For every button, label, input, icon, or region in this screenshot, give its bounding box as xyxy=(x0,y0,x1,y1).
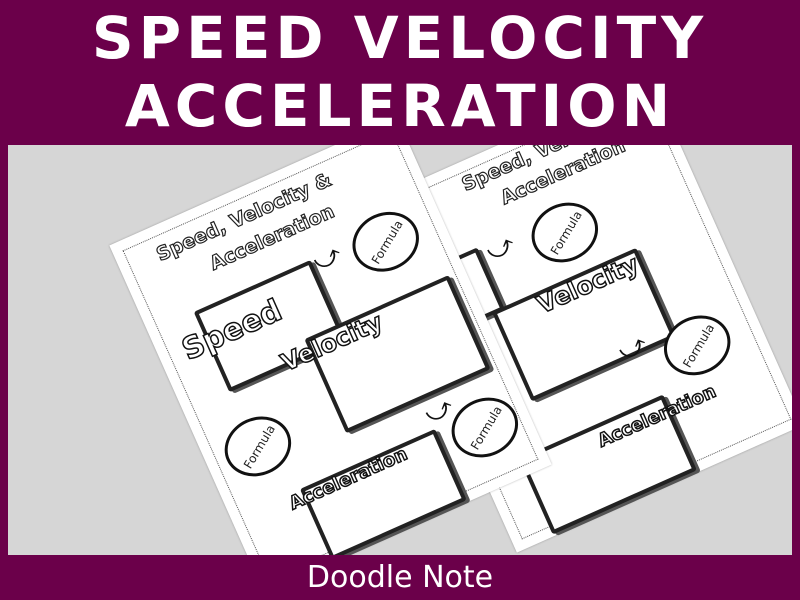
title-banner: SPEED VELOCITY ACCELERATION xyxy=(0,0,800,145)
formula-label: Formula xyxy=(368,217,406,267)
formula-label: Formula xyxy=(547,208,585,258)
formula-label: Formula xyxy=(467,403,505,453)
formula-label: Formula xyxy=(680,321,718,371)
formula-label: Formula xyxy=(240,422,278,472)
title-line-2: ACCELERATION xyxy=(124,72,676,140)
preview-area: Speed, Velocity & Acceleration ⤻ Formula… xyxy=(8,145,792,555)
title-line-1: SPEED VELOCITY xyxy=(91,4,709,72)
footer-label: Doodle Note xyxy=(306,560,494,595)
